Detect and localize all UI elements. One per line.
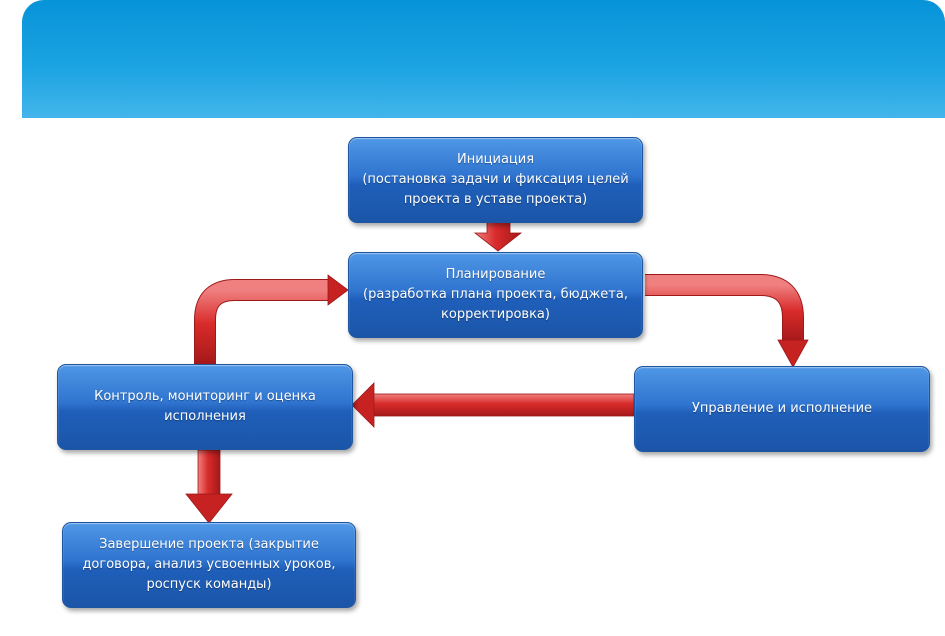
arrow-control-to-closing (185, 449, 233, 524)
arrow-initiation-to-planning (473, 221, 523, 252)
arrow-planning-to-execution (645, 274, 809, 368)
node-execution-label: Управление и исполнение (691, 401, 873, 416)
node-initiation-label: Инициация (постановка задачи и фиксация … (362, 152, 629, 207)
node-planning-label: Планирование (разработка плана проекта, … (363, 267, 628, 322)
header-band (22, 0, 945, 118)
arrow-execution-to-control (351, 382, 635, 428)
node-closing-label: Завершение проекта (закрытие договора, а… (82, 537, 336, 592)
node-closing: Завершение проекта (закрытие договора, а… (62, 522, 356, 608)
node-execution: Управление и исполнение (634, 366, 930, 452)
node-initiation: Инициация (постановка задачи и фиксация … (348, 137, 643, 223)
node-control-label: Контроль, мониторинг и оценка исполнения (94, 389, 316, 424)
arrow-control-to-planning (194, 274, 349, 365)
node-control: Контроль, мониторинг и оценка исполнения (57, 364, 353, 450)
node-planning: Планирование (разработка плана проекта, … (348, 252, 643, 338)
